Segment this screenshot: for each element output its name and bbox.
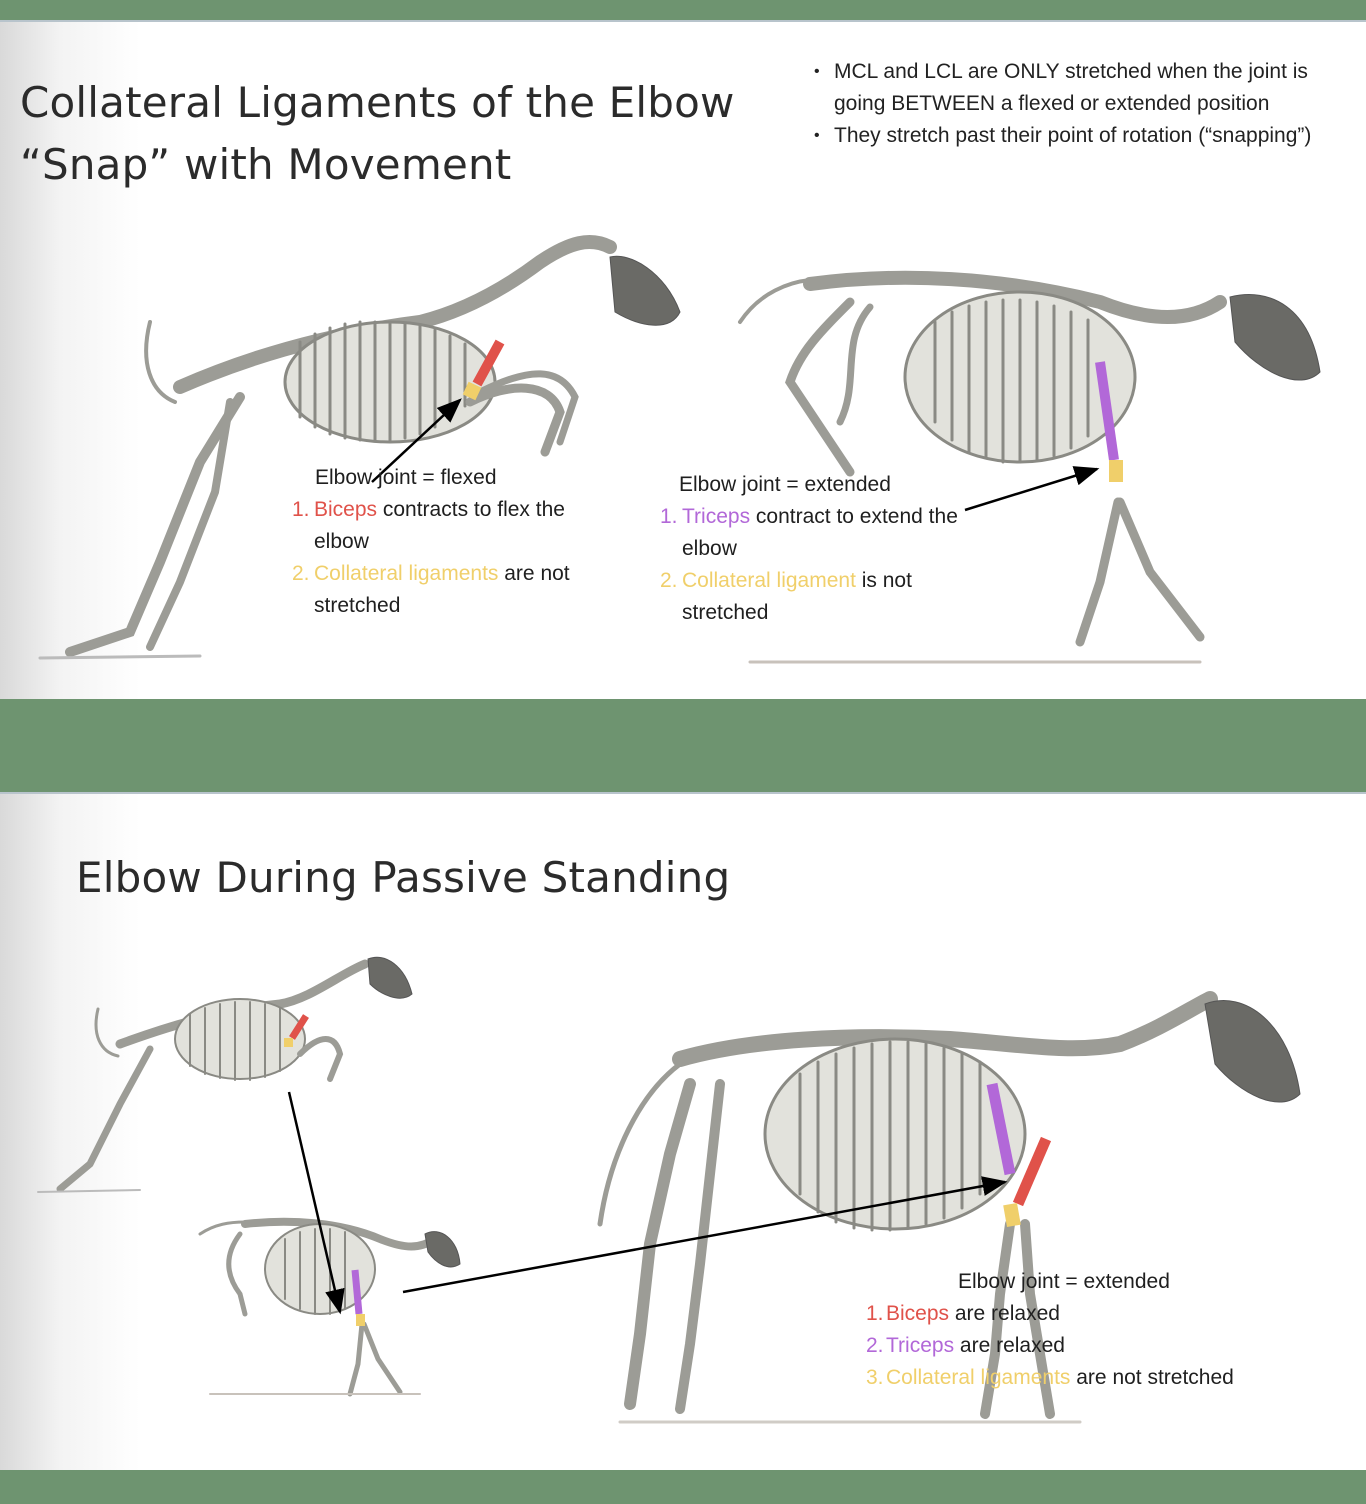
collateral-ligament-marker bbox=[356, 1314, 365, 1326]
caption-item: 1.Biceps contracts to flex the elbow bbox=[292, 494, 592, 558]
collateral-ligament-marker bbox=[1003, 1202, 1021, 1228]
item-number: 2. bbox=[292, 562, 310, 585]
collateral-ligament-marker bbox=[1109, 460, 1123, 482]
bottom-green-band bbox=[0, 1468, 1366, 1504]
item-number: 1. bbox=[292, 498, 310, 521]
horse-skeleton-flexed-small bbox=[37, 956, 413, 1193]
biceps-label: Biceps bbox=[886, 1302, 950, 1325]
item-text: are relaxed bbox=[954, 1334, 1065, 1357]
collateral-ligaments-label: Collateral ligaments bbox=[886, 1366, 1071, 1389]
bullet-dot-icon: • bbox=[814, 127, 820, 144]
item-number: 2. bbox=[866, 1334, 884, 1357]
slide-title: Elbow During Passive Standing bbox=[76, 853, 731, 902]
horse-skeleton-extended bbox=[738, 270, 1321, 664]
biceps-marker bbox=[289, 1014, 309, 1040]
item-number: 2. bbox=[660, 569, 678, 592]
caption-heading: Elbow joint = extended bbox=[958, 1270, 1170, 1293]
item-number: 1. bbox=[660, 505, 678, 528]
biceps-label: Biceps bbox=[314, 498, 378, 521]
triceps-label: Triceps bbox=[682, 505, 751, 528]
collateral-ligaments-label: Collateral ligaments bbox=[314, 562, 499, 585]
triceps-label: Triceps bbox=[886, 1334, 955, 1357]
pointer-arrow-icon bbox=[371, 398, 462, 483]
collateral-ligament-label: Collateral ligament bbox=[682, 569, 856, 592]
item-text: contract to extend the elbow bbox=[682, 505, 958, 560]
item-number: 3. bbox=[866, 1366, 884, 1389]
caption-elbow-extended: Elbow joint = extended 1.Triceps contrac… bbox=[660, 469, 970, 629]
title-line-1: Collateral Ligaments of the Elbow bbox=[20, 78, 735, 127]
slide-snap-with-movement: Collateral Ligaments of the Elbow “Snap”… bbox=[0, 20, 1366, 699]
item-text: contracts to flex the elbow bbox=[314, 498, 565, 553]
triceps-marker bbox=[1095, 361, 1119, 461]
bullet-item: • They stretch past their point of rotati… bbox=[812, 120, 1352, 152]
horse-skeleton-flexed bbox=[38, 235, 681, 660]
collateral-ligament-marker bbox=[284, 1038, 293, 1047]
title-line-2: “Snap” with Movement bbox=[20, 140, 512, 189]
item-text: is not stretched bbox=[682, 569, 912, 624]
collateral-ligament-marker bbox=[462, 381, 482, 401]
caption-heading: Elbow joint = flexed bbox=[315, 466, 497, 489]
slide-passive-standing: Elbow During Passive Standing bbox=[0, 792, 1366, 1470]
biceps-marker bbox=[1012, 1136, 1052, 1207]
bullet-text: They stretch past their point of rotatio… bbox=[834, 124, 1312, 147]
bullet-dot-icon: • bbox=[814, 63, 820, 80]
caption-item: 2.Triceps are relaxed bbox=[866, 1330, 1316, 1362]
caption-item: 1.Biceps are relaxed bbox=[866, 1298, 1316, 1330]
skeleton-illustrations bbox=[37, 956, 1301, 1424]
bullet-text: MCL and LCL are ONLY stretched when the … bbox=[834, 60, 1308, 115]
pointer-arrow-icon bbox=[402, 1176, 1008, 1294]
caption-heading: Elbow joint = extended bbox=[679, 473, 891, 496]
middle-green-band bbox=[0, 697, 1366, 792]
caption-item: 1.Triceps contract to extend the elbow bbox=[660, 501, 970, 565]
item-text: are relaxed bbox=[949, 1302, 1060, 1325]
bullet-item: • MCL and LCL are ONLY stretched when the… bbox=[812, 56, 1352, 120]
caption-item: 2.Collateral ligament is not stretched bbox=[660, 565, 970, 629]
slide-title: Collateral Ligaments of the Elbow “Snap”… bbox=[20, 72, 800, 196]
pointer-arrow-icon bbox=[964, 466, 1100, 512]
biceps-marker bbox=[472, 339, 505, 387]
key-points-list: • MCL and LCL are ONLY stretched when the… bbox=[812, 56, 1352, 152]
item-text: are not stretched bbox=[314, 562, 570, 617]
caption-passive-standing: Elbow joint = extended 1.Biceps are rela… bbox=[866, 1266, 1316, 1394]
caption-item: 3.Collateral ligaments are not stretched bbox=[866, 1362, 1316, 1394]
item-number: 1. bbox=[866, 1302, 884, 1325]
triceps-marker bbox=[351, 1269, 363, 1315]
pointer-arrow-icon bbox=[287, 1091, 345, 1315]
horse-skeleton-standing bbox=[597, 991, 1301, 1424]
item-text: are not stretched bbox=[1070, 1366, 1234, 1389]
skeleton-illustrations bbox=[38, 235, 1321, 664]
caption-item: 2.Collateral ligaments are not stretched bbox=[292, 558, 592, 622]
caption-elbow-flexed: Elbow joint = flexed 1.Biceps contracts … bbox=[292, 462, 592, 622]
horse-skeleton-extended-small bbox=[198, 1217, 461, 1397]
triceps-marker bbox=[986, 1082, 1016, 1176]
top-green-band bbox=[0, 0, 1366, 20]
